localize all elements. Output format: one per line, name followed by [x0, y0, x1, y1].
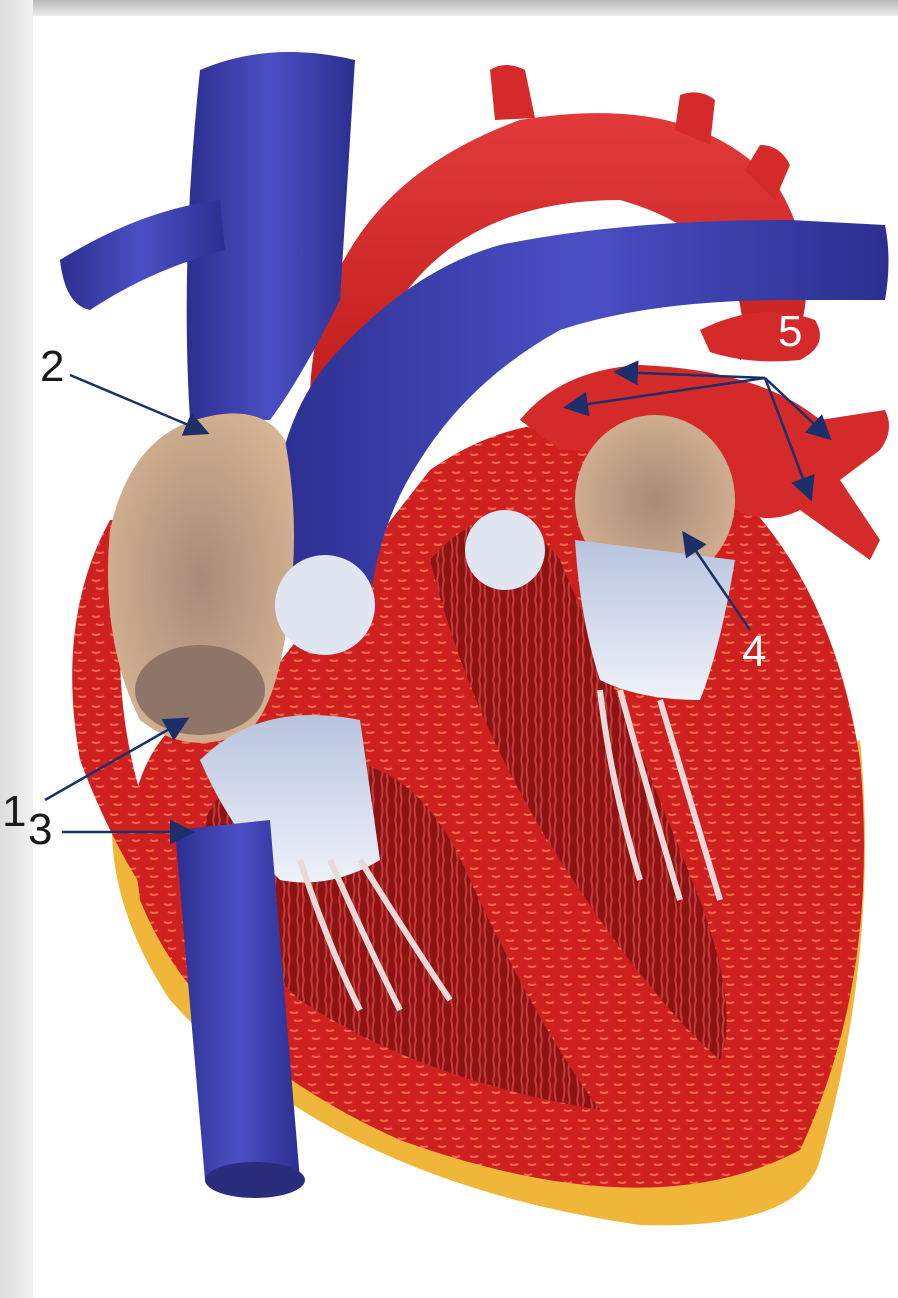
- aortic-valve-small: [465, 510, 545, 590]
- label-4: 4: [742, 630, 766, 674]
- ivc-opening: [205, 1162, 305, 1198]
- atrial-opening: [135, 645, 265, 735]
- brachiocephalic-artery: [490, 65, 535, 120]
- arrow-2: [70, 375, 205, 432]
- label-1: 1: [2, 790, 26, 834]
- pulmonary-valve: [275, 555, 375, 655]
- label-5: 5: [778, 310, 802, 354]
- label-3: 3: [28, 808, 52, 852]
- label-2: 2: [40, 345, 64, 389]
